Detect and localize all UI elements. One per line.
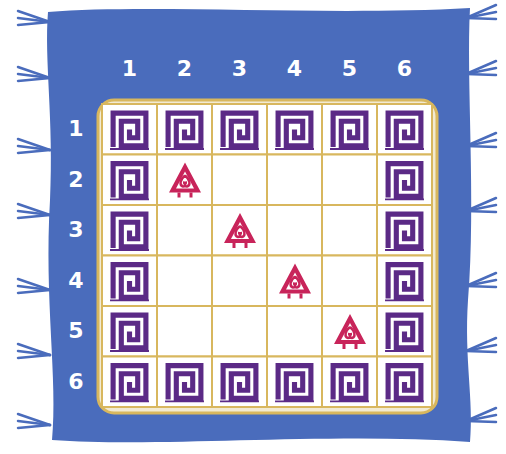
grid-cell [322,306,377,357]
greek-key-tile [110,265,149,301]
grid-cell [212,155,267,206]
ornament-piece [169,163,201,198]
grid-cell [267,104,322,155]
grid-cell [322,155,377,206]
greek-key-tile [385,366,424,402]
grid-cell [267,155,322,206]
greek-key-tile [330,366,369,402]
row-number: 6 [56,367,96,397]
column-number: 3 [220,54,260,84]
column-number: 4 [275,54,315,84]
grid-cell [157,306,212,357]
grid-cell [212,205,267,256]
row-number: 4 [56,266,96,296]
grid-cell [267,256,322,307]
grid-cell [267,357,322,408]
grid-cell [377,205,432,256]
grid-cell [377,306,432,357]
grid-cell [102,357,157,408]
grid-cell [102,306,157,357]
grid-cell [377,256,432,307]
grid-cell [212,306,267,357]
grid-cell [157,256,212,307]
greek-key-tile [220,366,259,402]
grid-cell [157,104,212,155]
grid-cell [322,104,377,155]
column-number: 6 [385,54,425,84]
grid-cell [267,306,322,357]
grid-cell [102,155,157,206]
greek-key-tile [385,164,424,200]
greek-key-tile [110,113,149,149]
greek-key-tile [110,164,149,200]
greek-key-tile [385,113,424,149]
column-number: 2 [165,54,205,84]
row-number: 2 [56,165,96,195]
ornament-piece [334,314,366,349]
grid-cell [267,205,322,256]
grid-cell [212,357,267,408]
greek-key-tile [385,315,424,351]
row-number: 1 [56,114,96,144]
grid-cell [322,205,377,256]
column-number: 5 [330,54,370,84]
greek-key-tile [275,366,314,402]
greek-key-tile [110,214,149,250]
grid-cell [377,155,432,206]
grid-cell [322,256,377,307]
greek-key-tile [385,214,424,250]
column-number: 1 [110,54,150,84]
greek-key-tile [110,366,149,402]
grid-cell [322,357,377,408]
greek-key-tile [330,113,369,149]
greek-key-tile [275,113,314,149]
grid-cell [102,205,157,256]
row-number: 3 [56,215,96,245]
grid-cell [157,205,212,256]
greek-key-tile [165,366,204,402]
grid-cell [157,155,212,206]
greek-key-tile [220,113,259,149]
row-number: 5 [56,316,96,346]
greek-key-tile [385,265,424,301]
grid-cell [212,104,267,155]
grid-cell [377,357,432,408]
grid-cell [377,104,432,155]
grid-cell [212,256,267,307]
grid-cell [102,256,157,307]
ornament-piece [224,213,256,248]
ornament-piece [279,264,311,299]
greek-key-tile [110,315,149,351]
grid-cell [102,104,157,155]
greek-key-tile [165,113,204,149]
grid-cell [157,357,212,408]
